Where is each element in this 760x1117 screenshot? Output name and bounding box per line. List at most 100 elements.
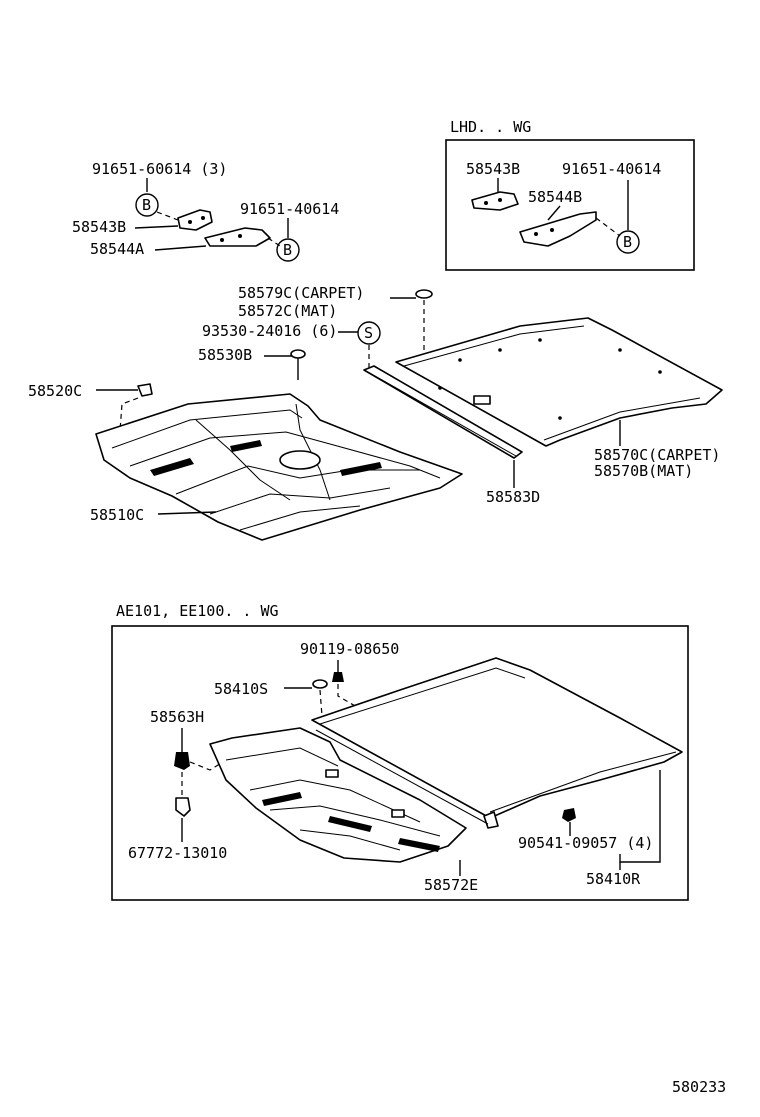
mat-hole (438, 386, 442, 390)
lhd-box-title: LHD. . WG (450, 118, 531, 136)
label-58530b: 58530B (198, 346, 252, 364)
leader-58410r-bracket (619, 770, 661, 863)
ae101-box-title: AE101, EE100. . WG (116, 602, 279, 620)
floor-tunnel (195, 419, 291, 501)
trim-strip-edge (367, 371, 517, 457)
mat-tab (473, 395, 491, 405)
clip-58530b (290, 349, 306, 359)
tray-dark-band (262, 792, 302, 806)
label-58410r: 58410R (586, 870, 641, 888)
bracket-hole (238, 234, 242, 238)
mat-hole (618, 348, 622, 352)
symbol-b-circle-1 (135, 193, 159, 217)
label-93530: 93530-24016 (6) (202, 322, 337, 340)
clip-58579c (415, 289, 433, 299)
floor-ridge (111, 409, 303, 449)
label-58563h: 58563H (150, 708, 204, 726)
bracket-58543b-b (471, 191, 519, 211)
floor-tunnel (295, 403, 331, 501)
clip-58520c (137, 383, 153, 397)
dash-b1 (156, 211, 179, 221)
mat-hole (658, 370, 662, 374)
bolt-90119 (332, 672, 344, 682)
tray-dark-band (328, 816, 372, 832)
label-58572e: 58572E (424, 876, 478, 894)
bracket-hole (550, 228, 554, 232)
tray-tab (391, 809, 405, 818)
bracket-hole (484, 201, 488, 205)
label-58570c: 58570C(CARPET) (594, 446, 720, 464)
floor-ridge (175, 465, 420, 495)
label-58570b: 58570B(MAT) (594, 462, 693, 480)
label-90119: 90119-08650 (300, 640, 399, 658)
bracket-58544b (519, 211, 597, 247)
tray-ridge (225, 747, 339, 767)
tray-ridge (249, 779, 421, 823)
lhd-box-frame (445, 139, 695, 271)
symbol-b-2: B (283, 241, 292, 259)
symbol-b-circle-3 (616, 230, 640, 254)
label-58543b-b: 58543B (466, 160, 520, 178)
deck-edge (489, 751, 677, 813)
bracket-58544a (204, 227, 271, 247)
bracket-hole (188, 220, 192, 224)
mat-hole (498, 348, 502, 352)
label-58579c: 58579C(CARPET) (238, 284, 364, 302)
label-58583d: 58583D (486, 488, 540, 506)
tray-ridge (269, 805, 441, 837)
bracket-58543b-a (177, 209, 213, 231)
floor-dark-band (230, 440, 262, 452)
label-58572c: 58572C(MAT) (238, 302, 337, 320)
leader-58510c (157, 511, 217, 515)
leader-58543b-a (134, 225, 179, 229)
bracket-hole (201, 216, 205, 220)
deck-edge (319, 667, 526, 725)
deck-front-edge (315, 729, 489, 825)
ae101-box: AE101, EE100. . WG 90119-08650 58410S 58… (111, 602, 689, 901)
floor-ridge (129, 431, 441, 479)
label-58510c: 58510C (90, 506, 144, 524)
label-58544b: 58544B (528, 188, 582, 206)
symbol-b-1: B (142, 196, 151, 214)
label-91651-40614-b: 91651-40614 (562, 160, 661, 178)
trim-strip-58583d (363, 365, 523, 459)
leader-58544b (547, 205, 561, 221)
mat-hole (458, 358, 462, 362)
bracket-group-top-left: 91651-60614 (3) B 58543B 58544A 91651-40… (72, 160, 339, 262)
mat-edge (403, 325, 585, 367)
clip-58563h (174, 752, 190, 770)
floor-mat-58572e (209, 727, 467, 863)
floor-dark-band (340, 462, 382, 476)
tray-dark-band (398, 838, 440, 852)
figure-id: 580233 (672, 1078, 726, 1096)
symbol-s: S (364, 324, 373, 342)
clip-58410s (312, 679, 328, 689)
lhd-box: LHD. . WG 58543B 58544B 91651-40614 B (445, 118, 695, 271)
luggage-mat-58570c (395, 317, 723, 447)
label-67772: 67772-13010 (128, 844, 227, 862)
label-90541: 90541-09057 (4) (518, 834, 653, 852)
symbol-s-circle (357, 321, 381, 345)
label-58544a: 58544A (90, 240, 144, 258)
symbol-b-3: B (623, 233, 632, 251)
bracket-hole (534, 232, 538, 236)
dash-58410s (319, 689, 323, 717)
bracket-hole (220, 238, 224, 242)
floor-carpet-58510c (95, 393, 463, 541)
clip-90541 (562, 808, 576, 822)
bracket-hole (498, 198, 502, 202)
floor-hump (279, 450, 321, 470)
floor-ridge (239, 505, 361, 531)
leader-58544a (154, 245, 207, 251)
symbol-b-circle-2 (276, 238, 300, 262)
mat-hole (538, 338, 542, 342)
mat-hole (558, 416, 562, 420)
mat-edge (543, 397, 701, 441)
label-58410s: 58410S (214, 680, 268, 698)
grommet-67772 (175, 797, 191, 817)
deck-board-58410r (311, 657, 683, 819)
ae101-box-frame (111, 625, 689, 901)
tray-ridge (299, 829, 401, 851)
